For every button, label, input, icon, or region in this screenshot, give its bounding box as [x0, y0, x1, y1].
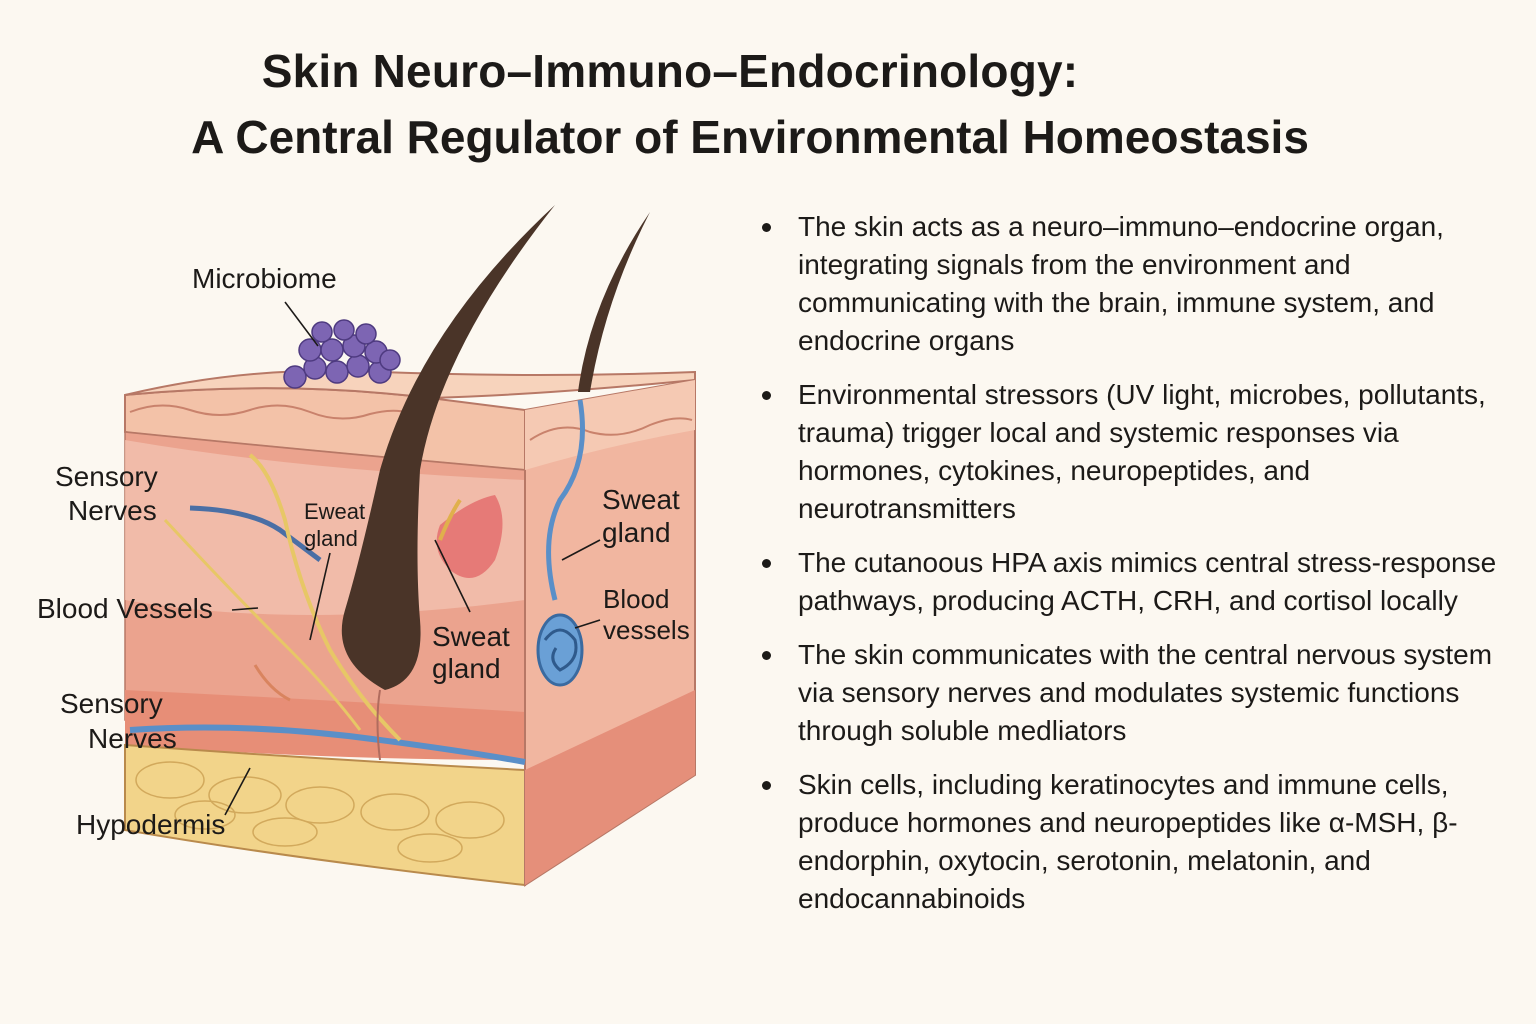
label-sensory-nerves-top-2: Nerves — [68, 495, 157, 526]
hair-root-line — [376, 689, 381, 761]
key-point-text: The skin acts as a neuro–immuno–endocrin… — [798, 211, 1444, 356]
sweat-gland-coil-right — [536, 613, 584, 687]
bullet-dot — [762, 391, 771, 400]
label-eweat-gland-1: Eweat — [304, 499, 365, 524]
key-point-text: The skin communicates with the central n… — [798, 639, 1493, 746]
sweat-gland-duct — [438, 498, 462, 541]
right-ridges — [529, 417, 693, 441]
key-point: Skin cells, including keratinocytes and … — [760, 766, 1500, 918]
right-face-hypodermis — [525, 690, 695, 885]
page-title: Skin Neuro–Immuno–Endocrinology: — [261, 45, 1079, 97]
label-hypodermis: Hypodermis — [76, 809, 225, 840]
key-point: The skin acts as a neuro–immuno–endocrin… — [760, 208, 1500, 360]
dermis-pale-band — [125, 440, 525, 615]
right-face-epidermis — [525, 380, 695, 470]
sensory-nerve-upper — [248, 453, 402, 742]
skin-cross-section-diagram: Microbiome Sensory Nerves Blood Vessels … — [37, 205, 696, 887]
label-blood-vessels-right-1: Blood — [603, 584, 670, 614]
hair-shaft-small — [578, 212, 650, 392]
label-blood-vessels-right-2: vessels — [603, 615, 690, 645]
key-point-text: Environmental stressors (UV light, micro… — [798, 379, 1486, 524]
deep-dermis-band — [125, 690, 525, 760]
microbiome-cluster — [283, 319, 401, 389]
hair-shaft-large — [341, 205, 555, 690]
bullet-dot — [762, 651, 771, 660]
label-sweat-gland-right-2: gland — [602, 517, 671, 548]
bullet-dot — [762, 781, 771, 790]
blood-vessel-right — [546, 399, 585, 601]
label-eweat-gland-2: gland — [304, 526, 358, 551]
label-sensory-nerves-bottom-1: Sensory — [60, 688, 163, 719]
key-point-text: The cutanoous HPA axis mimics central st… — [798, 547, 1497, 616]
label-microbiome: Microbiome — [192, 263, 337, 294]
label-sweat-gland-right-1: Sweat — [602, 484, 680, 515]
bullet-dot — [762, 559, 771, 568]
sensory-nerve-branch — [163, 518, 362, 731]
key-point: Environmental stressors (UV light, micro… — [760, 376, 1500, 528]
label-sensory-nerves-bottom-2: Nerves — [88, 723, 177, 754]
blood-vessel-upper — [189, 505, 322, 562]
page-subtitle: A Central Regulator of Environmental Hom… — [191, 111, 1309, 163]
label-sweat-gland-center-2: gland — [432, 653, 501, 684]
blood-vessel-deep — [129, 724, 526, 765]
fat-cells — [135, 761, 505, 863]
label-sensory-nerves-top-1: Sensory — [55, 461, 158, 492]
key-points-list: The skin acts as a neuro–immuno–endocrin… — [760, 208, 1500, 934]
bullet-dot — [762, 223, 771, 232]
sensory-nerve-lower — [253, 664, 291, 702]
key-point-text: Skin cells, including keratinocytes and … — [798, 769, 1458, 914]
key-point: The cutanoous HPA axis mimics central st… — [760, 544, 1500, 620]
epidermal-ridges — [129, 404, 426, 420]
label-blood-vessels-left: Blood Vessels — [37, 593, 213, 624]
leader-lines — [224, 301, 601, 816]
label-sweat-gland-center-1: Sweat — [432, 621, 510, 652]
key-point: The skin communicates with the central n… — [760, 636, 1500, 750]
